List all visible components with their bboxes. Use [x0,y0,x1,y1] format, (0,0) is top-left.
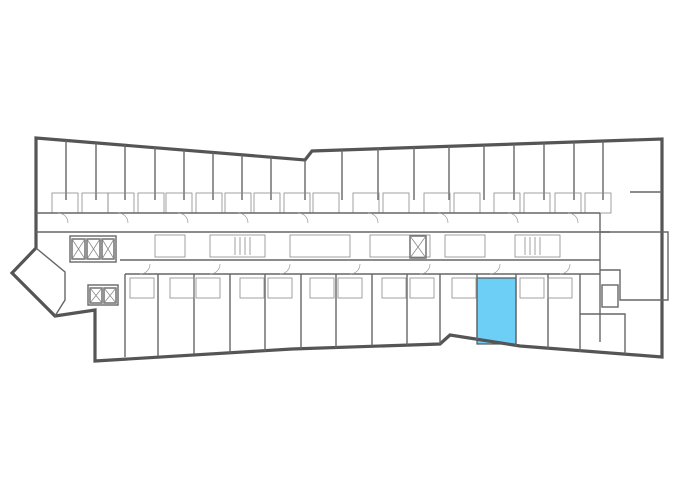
right-end-block [580,191,669,354]
building-outline [9,136,664,363]
bottom-bath-pods [129,277,573,299]
top-unit-walls [65,140,604,200]
selected-apartment[interactable] [476,277,517,345]
corridor-fixtures [154,234,561,258]
door-swings [57,212,579,275]
bottom-unit-walls [124,274,581,357]
corridor [36,212,610,275]
top-bath-pods [51,192,612,214]
left-wing [35,247,66,317]
elevator-core [69,235,427,306]
elevator-crosses [71,235,427,304]
